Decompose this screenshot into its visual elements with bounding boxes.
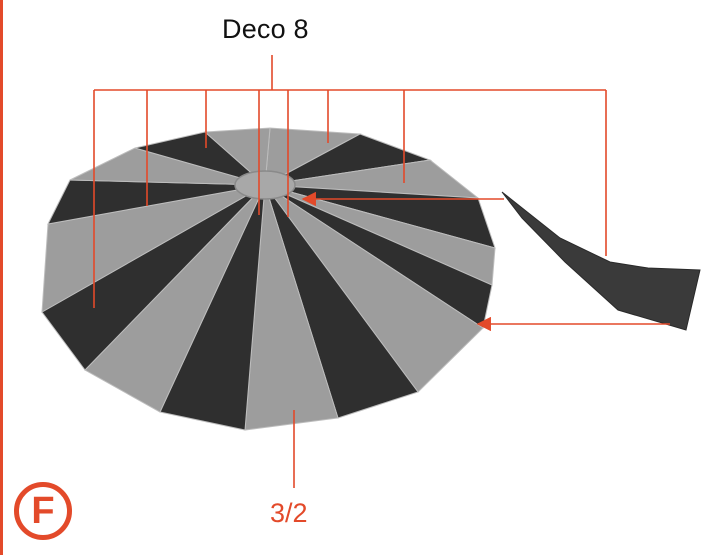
umbrella-canopy (41, 127, 496, 431)
section-badge: F (14, 482, 72, 540)
page-edge-rule (0, 0, 3, 555)
badge-letter: F (31, 489, 55, 532)
canopy-hub (234, 170, 296, 200)
diagram-title: Deco 8 (222, 14, 309, 44)
callout-leaders (93, 55, 670, 488)
detached-panel (501, 191, 701, 331)
light-panel (203, 127, 271, 187)
part-label: 3/2 (270, 498, 308, 528)
